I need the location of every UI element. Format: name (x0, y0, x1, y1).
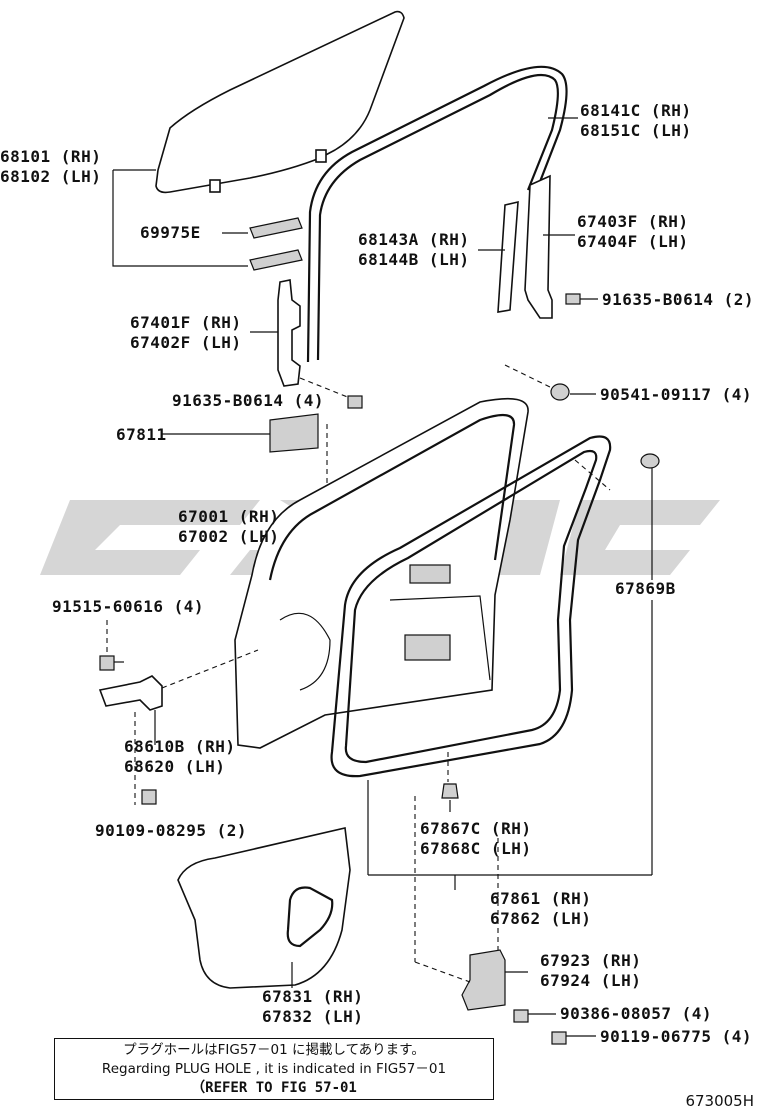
label-line: 67002 (LH) (178, 527, 279, 546)
label-line: 91515-60616 (4) (52, 597, 204, 616)
label-line: 68102 (LH) (0, 167, 101, 186)
label-line: 90109-08295 (2) (95, 821, 247, 840)
weatherstrip-ring (330, 435, 612, 778)
label-line: 68143A (RH) (358, 230, 469, 249)
label-weatherstrip-clip: 67869B (615, 579, 676, 598)
label-line: 68610B (RH) (124, 737, 235, 756)
label-line: 90119-06775 (4) (600, 1027, 752, 1046)
label-line: 67831 (RH) (262, 987, 363, 1006)
screw-90386 (513, 1009, 556, 1023)
label-pad-67811: 67811 (116, 425, 167, 444)
label-line: 68101 (RH) (0, 147, 101, 166)
hole-cover-clip (441, 752, 459, 812)
label-line: 91635-B0614 (2) (602, 290, 754, 309)
label-line: 90541-09117 (4) (600, 385, 752, 404)
plug-hole-note: プラグホールはFIG57－01 に掲載してあります。 Regarding PLU… (54, 1038, 494, 1100)
glass-lead-bracket (112, 169, 248, 267)
label-front-sash: 67401F (RH)67402F (LH) (130, 313, 241, 352)
label-line: 67403F (RH) (577, 212, 688, 231)
label-lower-bracket: 67923 (RH)67924 (LH) (540, 951, 641, 990)
label-line: 90386-08057 (4) (560, 1004, 712, 1023)
label-bolt-rear-sash: 91635-B0614 (2) (602, 290, 754, 309)
label-run-channel-front: 68143A (RH)68144B (LH) (358, 230, 469, 269)
label-screw-90119: 90119-06775 (4) (600, 1027, 752, 1046)
service-hole-cover (177, 827, 351, 989)
label-line: 68620 (LH) (124, 757, 225, 776)
label-hole-cover-clip: 67867C (RH)67868C (LH) (420, 819, 531, 858)
bolt-check (141, 789, 157, 805)
note-line-jp: プラグホールはFIG57－01 に掲載してあります。 (123, 1042, 425, 1058)
clip-90541 (504, 364, 596, 401)
label-rear-sash: 67403F (RH)67404F (LH) (577, 212, 688, 251)
label-line: 67923 (RH) (540, 951, 641, 970)
run-channel-front (478, 200, 519, 313)
label-line: 67001 (RH) (178, 507, 279, 526)
label-run-channel-upper: 68141C (RH)68151C (LH) (580, 101, 691, 140)
label-window-glass: 68101 (RH)68102 (LH) (0, 147, 101, 186)
label-line: 67402F (LH) (130, 333, 241, 352)
label-screw-90386: 90386-08057 (4) (560, 1004, 712, 1023)
note-line-ref: （REFER TO FIG 57-01 (191, 1080, 357, 1096)
label-line: 67862 (LH) (490, 909, 591, 928)
bolt-hinge (99, 620, 124, 671)
label-line: 67811 (116, 425, 167, 444)
screw-90119 (551, 1031, 596, 1045)
label-line: 68144B (LH) (358, 250, 469, 269)
note-line-en: Regarding PLUG HOLE , it is indicated in… (101, 1061, 447, 1077)
label-line: 91635-B0614 (4) (172, 391, 324, 410)
bolt-front-sash (347, 395, 363, 409)
label-line: 67861 (RH) (490, 889, 591, 908)
label-door-check: 68610B (RH)68620 (LH) (124, 737, 235, 776)
label-line: 67401F (RH) (130, 313, 241, 332)
label-line: 67924 (LH) (540, 971, 641, 990)
front-sash (250, 279, 351, 399)
label-line: 68141C (RH) (580, 101, 691, 120)
label-line: 67869B (615, 579, 676, 598)
label-line: 69975E (140, 223, 201, 242)
label-line: 67404F (LH) (577, 232, 688, 251)
label-bolt-check: 90109-08295 (2) (95, 821, 247, 840)
clip-69975e-pair (222, 217, 303, 271)
label-weatherstrip: 67861 (RH)67862 (LH) (490, 889, 591, 928)
label-door-panel: 67001 (RH)67002 (LH) (178, 507, 279, 546)
bolt-rear-sash (565, 293, 598, 305)
window-glass (155, 10, 405, 194)
label-bolt-hinge: 91515-60616 (4) (52, 597, 204, 616)
lower-bracket (414, 796, 528, 1011)
weatherstrip-clip (367, 453, 660, 890)
label-line: 67832 (LH) (262, 1007, 363, 1026)
figure-code: 673005H (685, 1092, 754, 1110)
label-line: 68151C (LH) (580, 121, 691, 140)
run-channel-upper (306, 65, 578, 363)
label-bolt-front-sash: 91635-B0614 (4) (172, 391, 324, 410)
label-line: 67868C (LH) (420, 839, 531, 858)
label-service-hole-cover: 67831 (RH)67832 (LH) (262, 987, 363, 1026)
door-check (98, 649, 259, 805)
label-clip-90541: 90541-09117 (4) (600, 385, 752, 404)
rear-sash (524, 174, 575, 319)
label-clip-69975e: 69975E (140, 223, 201, 242)
label-line: 67867C (RH) (420, 819, 531, 838)
